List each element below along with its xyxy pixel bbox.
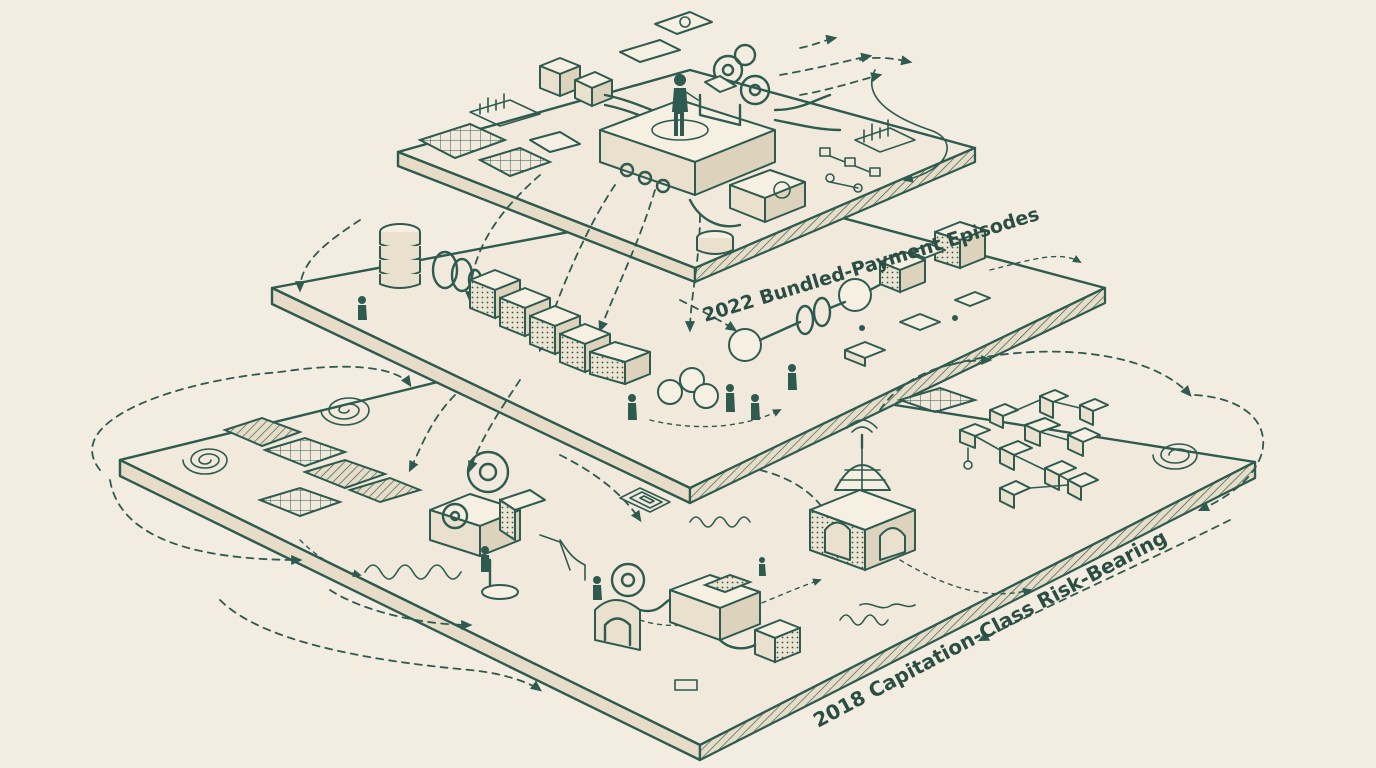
top-layer-contents bbox=[417, 11, 916, 255]
